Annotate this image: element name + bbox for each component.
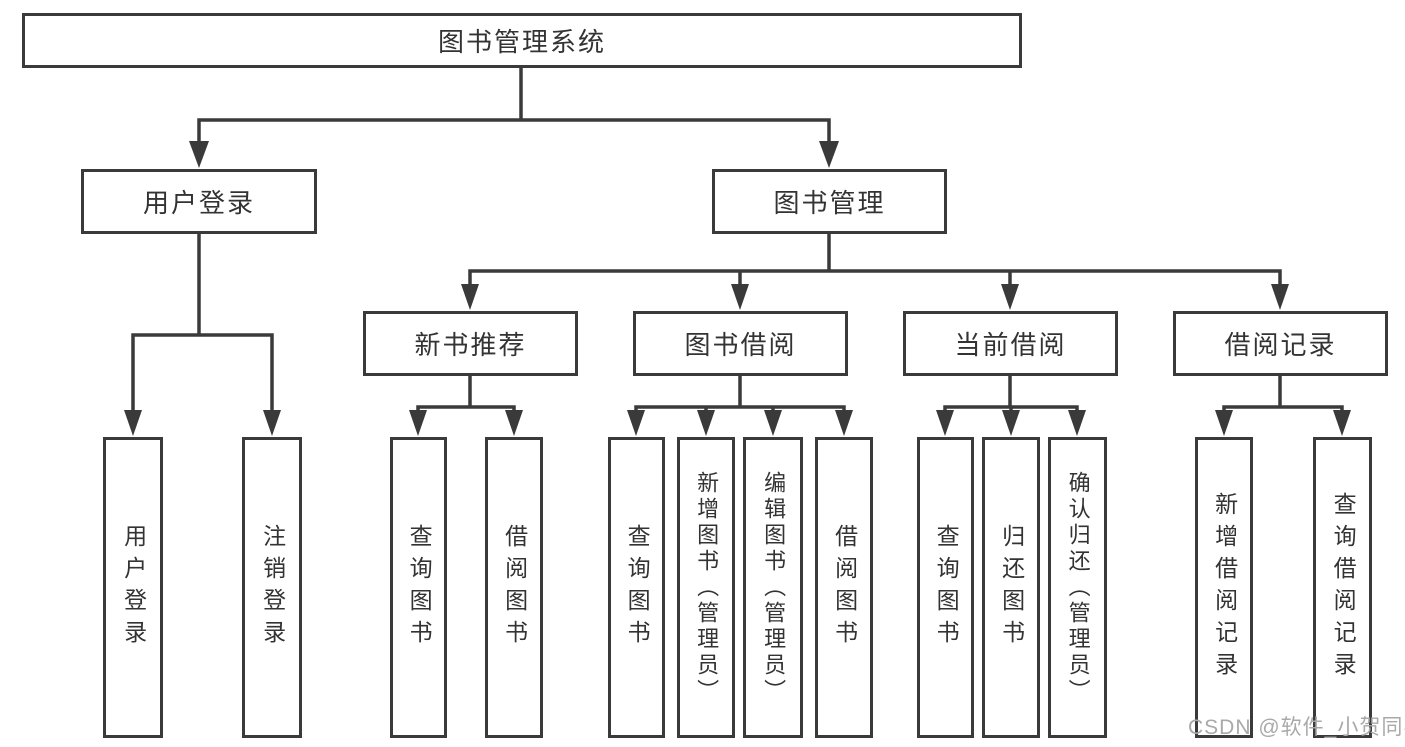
leaf-cb-query-books-label: 查询图书 bbox=[933, 523, 960, 652]
leaf-bb-edit-book-admin-label: 编辑图书（管理员） bbox=[761, 470, 787, 705]
leaf-br-query-borrow-record-label: 查询借阅记录 bbox=[1330, 491, 1357, 684]
node-library-system: 图书管理系统 bbox=[22, 13, 1022, 68]
leaf-bb-query-books: 查询图书 bbox=[608, 437, 665, 738]
node-user-login: 用户登录 bbox=[81, 169, 317, 234]
node-library-system-label: 图书管理系统 bbox=[437, 27, 606, 57]
leaf-bb-borrow-books: 借阅图书 bbox=[815, 437, 873, 738]
leaf-user-login-label: 用户登录 bbox=[120, 523, 147, 652]
leaf-cb-return-book-label: 归还图书 bbox=[998, 523, 1025, 652]
node-book-borrowing-label: 图书借阅 bbox=[684, 330, 797, 360]
node-new-book-recommend: 新书推荐 bbox=[363, 311, 578, 376]
node-current-borrowing-label: 当前借阅 bbox=[954, 330, 1067, 360]
connector-borrowing-records bbox=[1215, 375, 1351, 436]
connector-new-book-recommend bbox=[409, 375, 523, 436]
leaf-logout: 注销登录 bbox=[242, 437, 302, 738]
leaf-bb-edit-book-admin: 编辑图书（管理员） bbox=[743, 437, 803, 738]
leaf-br-query-borrow-record: 查询借阅记录 bbox=[1313, 437, 1372, 738]
leaf-cb-return-book: 归还图书 bbox=[982, 437, 1040, 738]
connector-current-borrowing bbox=[936, 375, 1086, 436]
leaf-bb-add-book-admin: 新增图书（管理员） bbox=[677, 437, 735, 738]
node-current-borrowing: 当前借阅 bbox=[903, 311, 1118, 376]
connector-root bbox=[189, 66, 839, 168]
leaf-user-login: 用户登录 bbox=[103, 437, 163, 738]
node-user-login-label: 用户登录 bbox=[142, 188, 255, 218]
leaf-cb-query-books: 查询图书 bbox=[917, 437, 974, 738]
node-borrowing-records: 借阅记录 bbox=[1173, 311, 1388, 376]
leaf-logout-label: 注销登录 bbox=[259, 523, 286, 652]
leaf-nb-borrow-books-label: 借阅图书 bbox=[501, 523, 528, 652]
leaf-cb-confirm-return-admin-label: 确认归还（管理员） bbox=[1065, 470, 1091, 705]
node-new-book-recommend-label: 新书推荐 bbox=[414, 330, 527, 360]
leaf-bb-borrow-books-label: 借阅图书 bbox=[831, 523, 858, 652]
leaf-nb-query-books-label: 查询图书 bbox=[406, 523, 433, 652]
node-book-borrowing: 图书借阅 bbox=[633, 311, 848, 376]
node-book-management: 图书管理 bbox=[712, 169, 947, 234]
leaf-cb-confirm-return-admin: 确认归还（管理员） bbox=[1048, 437, 1107, 738]
csdn-watermark: CSDN @软件_小贺同学 bbox=[1188, 716, 1405, 739]
connector-book-management bbox=[461, 233, 1289, 310]
leaf-bb-add-book-admin-label: 新增图书（管理员） bbox=[694, 470, 720, 705]
node-borrowing-records-label: 借阅记录 bbox=[1224, 330, 1337, 360]
leaf-nb-borrow-books: 借阅图书 bbox=[485, 437, 543, 738]
leaf-bb-query-books-label: 查询图书 bbox=[624, 523, 651, 652]
node-book-management-label: 图书管理 bbox=[773, 188, 886, 218]
leaf-br-add-borrow-record: 新增借阅记录 bbox=[1195, 437, 1253, 738]
connector-user-login bbox=[124, 233, 281, 436]
connector-book-borrowing bbox=[627, 375, 853, 436]
leaf-br-add-borrow-record-label: 新增借阅记录 bbox=[1211, 491, 1238, 684]
leaf-nb-query-books: 查询图书 bbox=[390, 437, 447, 738]
